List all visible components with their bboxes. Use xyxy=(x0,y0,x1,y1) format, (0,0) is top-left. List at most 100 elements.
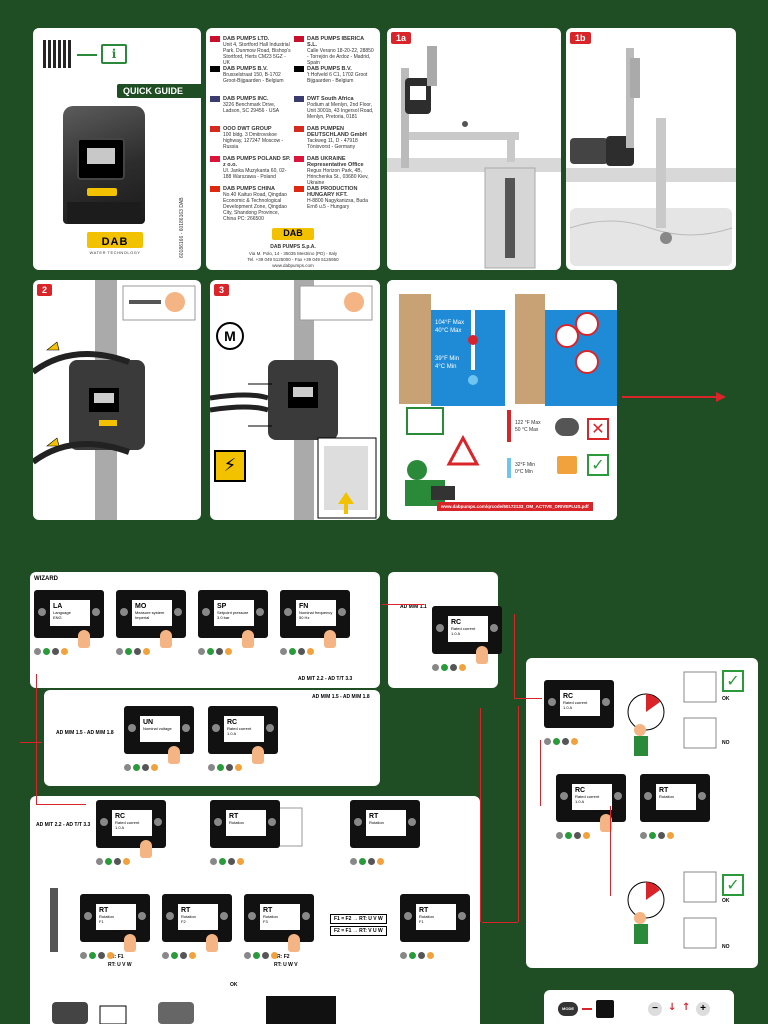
param-label: Setpoint pressure xyxy=(217,610,249,615)
param-code: FN xyxy=(299,603,309,610)
minus-button[interactable]: − xyxy=(648,1002,662,1016)
down-arrow-icon: ↓ xyxy=(668,1002,677,1013)
plus-button[interactable]: + xyxy=(696,1002,710,1016)
plus-key[interactable] xyxy=(174,608,182,616)
plus-key[interactable] xyxy=(220,912,228,920)
contact-name: DWT South Africa xyxy=(307,96,354,102)
status-led xyxy=(649,832,656,839)
minus-key[interactable] xyxy=(100,818,108,826)
plus-key[interactable] xyxy=(268,818,276,826)
plus-key[interactable] xyxy=(92,608,100,616)
status-led xyxy=(198,648,205,655)
param-value: F2 xyxy=(181,919,186,924)
mode-button[interactable]: MODE xyxy=(558,1002,578,1016)
finger-press-icon xyxy=(288,934,300,952)
plus-key[interactable] xyxy=(256,608,264,616)
plus-key[interactable] xyxy=(458,912,466,920)
minus-key[interactable] xyxy=(284,608,292,616)
param-code: RC xyxy=(575,787,586,794)
plus-key[interactable] xyxy=(302,912,310,920)
manual-url[interactable]: www.dabpumps.com/qrcode/60172133_OM_ACTI… xyxy=(437,502,593,511)
minus-key[interactable] xyxy=(202,608,210,616)
ok-check-icon-1: ✓ xyxy=(722,670,744,692)
status-led xyxy=(359,858,366,865)
plus-key[interactable] xyxy=(138,912,146,920)
doc-code: 60186166 - 60186163 DAB xyxy=(179,197,185,258)
minus-key[interactable] xyxy=(214,818,222,826)
plus-key[interactable] xyxy=(698,792,706,800)
status-led xyxy=(658,832,665,839)
contact-entry: DAB PUMPS POLAND SP. z o.o.Ul. Janka Muz… xyxy=(223,156,291,180)
contact-entry: DAB PRODUCTION HUNGARY KFT.H-8800 Nagyka… xyxy=(307,186,375,210)
plus-key[interactable] xyxy=(490,624,498,632)
plus-key[interactable] xyxy=(614,792,622,800)
contact-address: Podium at Menlyn, 2nd Floor, Unit 3001b,… xyxy=(307,102,374,120)
flow-line xyxy=(20,742,42,743)
minus-key[interactable] xyxy=(212,724,220,732)
minus-key[interactable] xyxy=(644,792,652,800)
minus-key[interactable] xyxy=(548,698,556,706)
rule-1: F1 = F2 → RT: U V W xyxy=(330,914,387,924)
controls-panel: MODE − ↓ ↑ + xyxy=(544,990,734,1024)
status-leds xyxy=(244,946,280,964)
contact-address: No.40 Kaituo Road, Qingdao Economic & Te… xyxy=(223,192,287,222)
minus-key[interactable] xyxy=(84,912,92,920)
minus-key[interactable] xyxy=(166,912,174,920)
status-led xyxy=(43,648,50,655)
finger-press-icon xyxy=(476,646,488,664)
company-phone: Tel. +39 049 5125000 - Fax +39 049 51259… xyxy=(247,257,339,262)
install-2-illustration xyxy=(33,280,196,520)
param-label: Nominal frequency xyxy=(299,610,333,615)
minus-key[interactable] xyxy=(120,608,128,616)
minus-key[interactable] xyxy=(128,724,136,732)
minus-key[interactable] xyxy=(38,608,46,616)
minus-key[interactable] xyxy=(404,912,412,920)
param-code: RC xyxy=(451,619,462,626)
param-value: 1.0 A xyxy=(575,799,585,804)
qr-code xyxy=(43,40,71,68)
flow-line xyxy=(482,922,518,923)
finger-press-icon xyxy=(78,630,90,648)
param-value: 1.0 A xyxy=(563,705,573,710)
minus-key[interactable] xyxy=(354,818,362,826)
param-code: RT xyxy=(181,907,191,914)
status-led xyxy=(143,648,150,655)
finger-press-icon xyxy=(206,934,218,952)
plus-key[interactable] xyxy=(338,608,346,616)
plus-key[interactable] xyxy=(408,818,416,826)
param-code: RT xyxy=(419,907,429,914)
status-leds xyxy=(640,826,676,844)
minus-key[interactable] xyxy=(436,624,444,632)
minus-key[interactable] xyxy=(248,912,256,920)
ok-check-icon-2: ✓ xyxy=(722,874,744,896)
step-2-badge: 2 xyxy=(37,284,53,296)
arrow-right-icon xyxy=(582,1008,592,1010)
flow-line xyxy=(540,740,541,806)
status-leds xyxy=(96,852,132,870)
contact-entry: DAB PUMPS IBERICA S.L.Calle Verano 18-20… xyxy=(307,36,375,66)
plus-key[interactable] xyxy=(266,724,274,732)
param-code: UN xyxy=(143,719,154,726)
water-max-f: 104°F Max xyxy=(435,320,465,326)
allowed-check-icon: ✓ xyxy=(587,454,609,476)
minus-key[interactable] xyxy=(560,792,568,800)
contact-entry: DAB PUMPS B.V.'t Hofveld 6 C1, 1702 Groo… xyxy=(307,66,375,84)
plus-key[interactable] xyxy=(154,818,162,826)
plus-key[interactable] xyxy=(182,724,190,732)
status-led xyxy=(271,952,278,959)
param-label: Rotation xyxy=(229,820,244,825)
finger-press-icon xyxy=(600,814,612,832)
cover-panel: i QUICK GUIDE 60186166 - 60186163 DAB DA… xyxy=(33,28,201,270)
plus-key[interactable] xyxy=(602,698,610,706)
param-code: RT xyxy=(99,907,109,914)
flow-line xyxy=(36,674,37,804)
